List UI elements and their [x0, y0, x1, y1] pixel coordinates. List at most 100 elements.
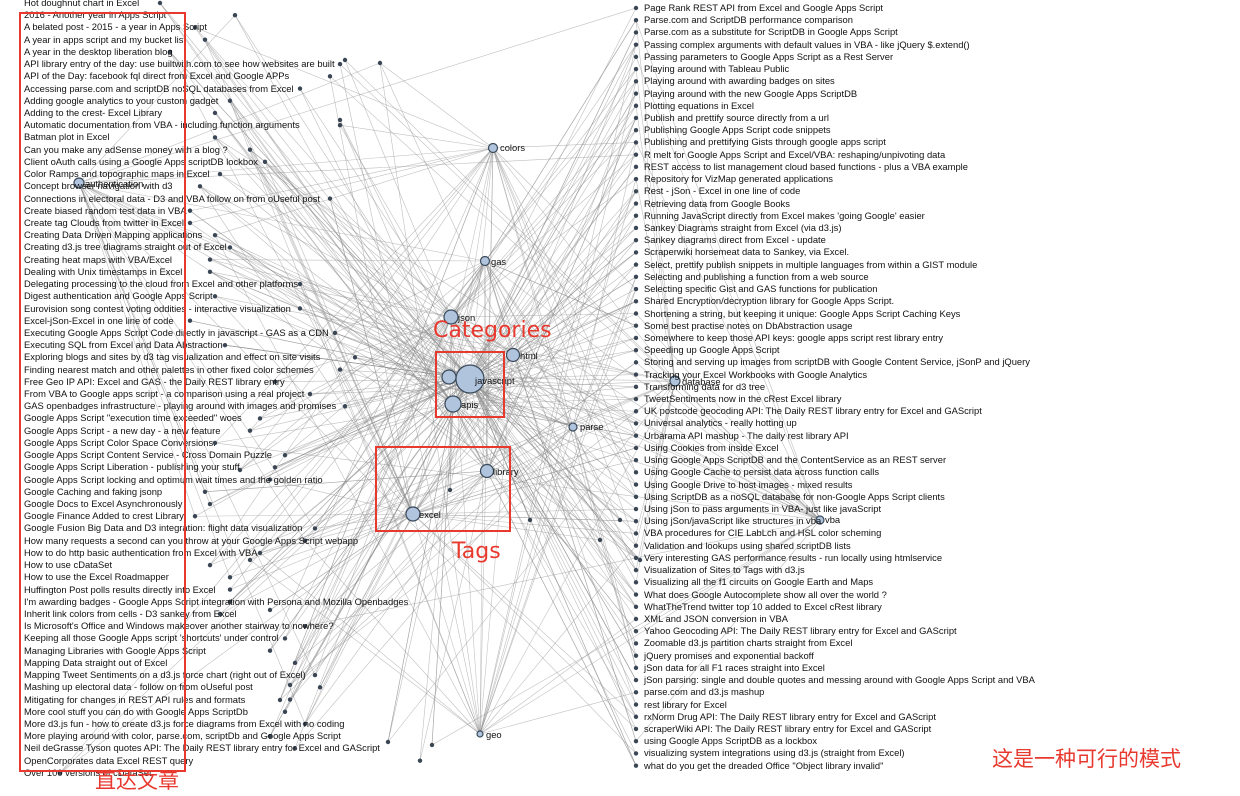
article-link[interactable]: 2016 - Another year in Apps Script: [24, 9, 167, 21]
article-node[interactable]: [312, 526, 318, 531]
article-node[interactable]: [212, 232, 218, 238]
article-link[interactable]: Using jSon/javaScript like structures in…: [644, 515, 822, 527]
article-node[interactable]: [633, 580, 639, 585]
article-node[interactable]: [207, 562, 213, 568]
article-node[interactable]: [447, 487, 453, 493]
article-node[interactable]: [257, 550, 263, 556]
article-link[interactable]: Eurovision song contest voting oddities …: [24, 302, 291, 314]
article-node[interactable]: [212, 110, 218, 116]
category-node-excel[interactable]: [405, 506, 421, 522]
article-node[interactable]: [297, 86, 303, 91]
article-node[interactable]: [633, 372, 639, 377]
article-link[interactable]: Is Microsoft's Office and Windows makeov…: [24, 620, 334, 632]
node-label-database[interactable]: database: [682, 376, 721, 387]
article-node[interactable]: [633, 482, 639, 487]
article-node[interactable]: [633, 335, 639, 341]
article-node[interactable]: [272, 465, 278, 470]
article-node[interactable]: [277, 697, 283, 703]
article-node[interactable]: [217, 611, 223, 617]
article-node[interactable]: [262, 159, 268, 165]
article-link[interactable]: I'm awarding badges - Google Apps Script…: [24, 595, 409, 607]
article-node[interactable]: [247, 428, 253, 433]
article-node[interactable]: [197, 184, 203, 189]
article-link[interactable]: Repository for VizMap generated applicat…: [644, 173, 833, 185]
category-node-n1[interactable]: [441, 369, 457, 385]
article-node[interactable]: [633, 54, 639, 60]
article-node[interactable]: [633, 30, 639, 35]
article-link[interactable]: Over 100 versions of cDataSet: [24, 766, 152, 778]
article-node[interactable]: [302, 721, 308, 727]
article-link[interactable]: Creating Data Driven Mapping application…: [24, 229, 203, 241]
category-node-parse[interactable]: [568, 422, 578, 432]
article-link[interactable]: Using Google Cache to persist data acros…: [644, 466, 880, 478]
article-node[interactable]: [633, 360, 639, 365]
article-node[interactable]: [633, 714, 639, 719]
article-node[interactable]: [633, 641, 639, 646]
article-node[interactable]: [337, 61, 343, 67]
article-link[interactable]: Neil deGrasse Tyson quotes API: The Dail…: [24, 742, 380, 754]
article-node[interactable]: [327, 74, 333, 79]
article-node[interactable]: [292, 660, 298, 666]
article-node[interactable]: [247, 557, 253, 563]
article-node[interactable]: [633, 433, 639, 438]
article-node[interactable]: [633, 543, 639, 548]
article-link[interactable]: Google Apps Script Color Space Conversio…: [24, 436, 216, 448]
node-label-apis[interactable]: apis: [461, 399, 479, 410]
article-link[interactable]: Storing and serving up images from scrip…: [644, 356, 1030, 368]
article-link[interactable]: A year in apps script and my bucket list: [24, 33, 187, 45]
article-link[interactable]: Select, prettify publish snippets in mul…: [644, 258, 978, 270]
category-node-authentication[interactable]: [73, 177, 85, 189]
article-link[interactable]: Mitigating for changes in REST API rules…: [24, 693, 246, 705]
article-node[interactable]: [187, 208, 193, 213]
article-link[interactable]: XML and JSON conversion in VBA: [644, 613, 788, 624]
article-link[interactable]: Rest - jSon - Excel in one line of code: [644, 185, 801, 197]
article-node[interactable]: [633, 103, 639, 108]
article-link[interactable]: Client oAuth calls using a Google Apps s…: [24, 155, 258, 167]
article-link[interactable]: A belated post - 2015 - a year in Apps S…: [24, 21, 207, 33]
article-node[interactable]: [633, 604, 639, 609]
article-link[interactable]: Google Apps Script - a new day - a new f…: [24, 424, 221, 436]
article-node[interactable]: [633, 690, 639, 695]
article-link[interactable]: Scraperwiki horsemeat data to Sankey, vi…: [644, 246, 850, 258]
article-link[interactable]: parse.com and d3.js mashup: [644, 686, 765, 698]
article-node[interactable]: [227, 98, 233, 103]
article-node[interactable]: [337, 367, 343, 372]
article-node[interactable]: [267, 734, 273, 739]
article-link[interactable]: Can you make any adSense money with a bl…: [24, 143, 228, 155]
article-node[interactable]: [192, 514, 198, 519]
article-link[interactable]: Managing Libraries with Google Apps Scri…: [24, 644, 206, 656]
article-link[interactable]: Google Apps Script Liberation - publishi…: [24, 461, 240, 473]
article-link[interactable]: using Google Apps ScriptDB as a lockbox: [644, 735, 818, 747]
article-link[interactable]: jQuery promises and exponential backoff: [644, 649, 814, 661]
article-node[interactable]: [212, 294, 218, 299]
article-node[interactable]: [167, 49, 173, 55]
article-link[interactable]: From VBA to Google apps script - a compa…: [24, 388, 305, 400]
article-node[interactable]: [633, 739, 639, 744]
article-node[interactable]: [633, 494, 639, 499]
article-node[interactable]: [633, 677, 639, 683]
node-label-vba[interactable]: vba: [825, 514, 841, 525]
article-node[interactable]: [327, 196, 333, 201]
article-link[interactable]: Shared Encryption/decryption library for…: [644, 295, 895, 307]
article-node[interactable]: [633, 213, 639, 218]
article-link[interactable]: UK postcode geocoding API: The Daily RES…: [644, 405, 982, 417]
article-link[interactable]: Using Google Apps ScriptDB and the Conte…: [644, 454, 947, 466]
article-link[interactable]: How to do http basic authentication from…: [24, 546, 258, 558]
article-node[interactable]: [187, 220, 193, 226]
article-link[interactable]: Zoomable d3.js partition charts straight…: [644, 637, 853, 649]
article-link[interactable]: scraperWiki API: The Daily REST library …: [644, 722, 932, 734]
article-node[interactable]: [633, 726, 639, 732]
article-link[interactable]: REST access to list management cloud bas…: [644, 160, 968, 172]
article-link[interactable]: Parse.com as a substitute for ScriptDB i…: [644, 26, 898, 38]
article-node[interactable]: [342, 57, 348, 63]
article-node[interactable]: [267, 648, 273, 653]
article-node[interactable]: [633, 164, 639, 170]
article-node[interactable]: [207, 269, 213, 275]
article-node[interactable]: [633, 91, 639, 96]
article-link[interactable]: Transforming data for d3 tree: [644, 380, 766, 392]
article-node[interactable]: [429, 742, 435, 748]
article-link[interactable]: R melt for Google Apps Script and Excel/…: [644, 148, 946, 160]
category-node-geo[interactable]: [476, 730, 484, 738]
article-link[interactable]: Urbarama API mashup - The daily rest lib…: [644, 429, 849, 441]
